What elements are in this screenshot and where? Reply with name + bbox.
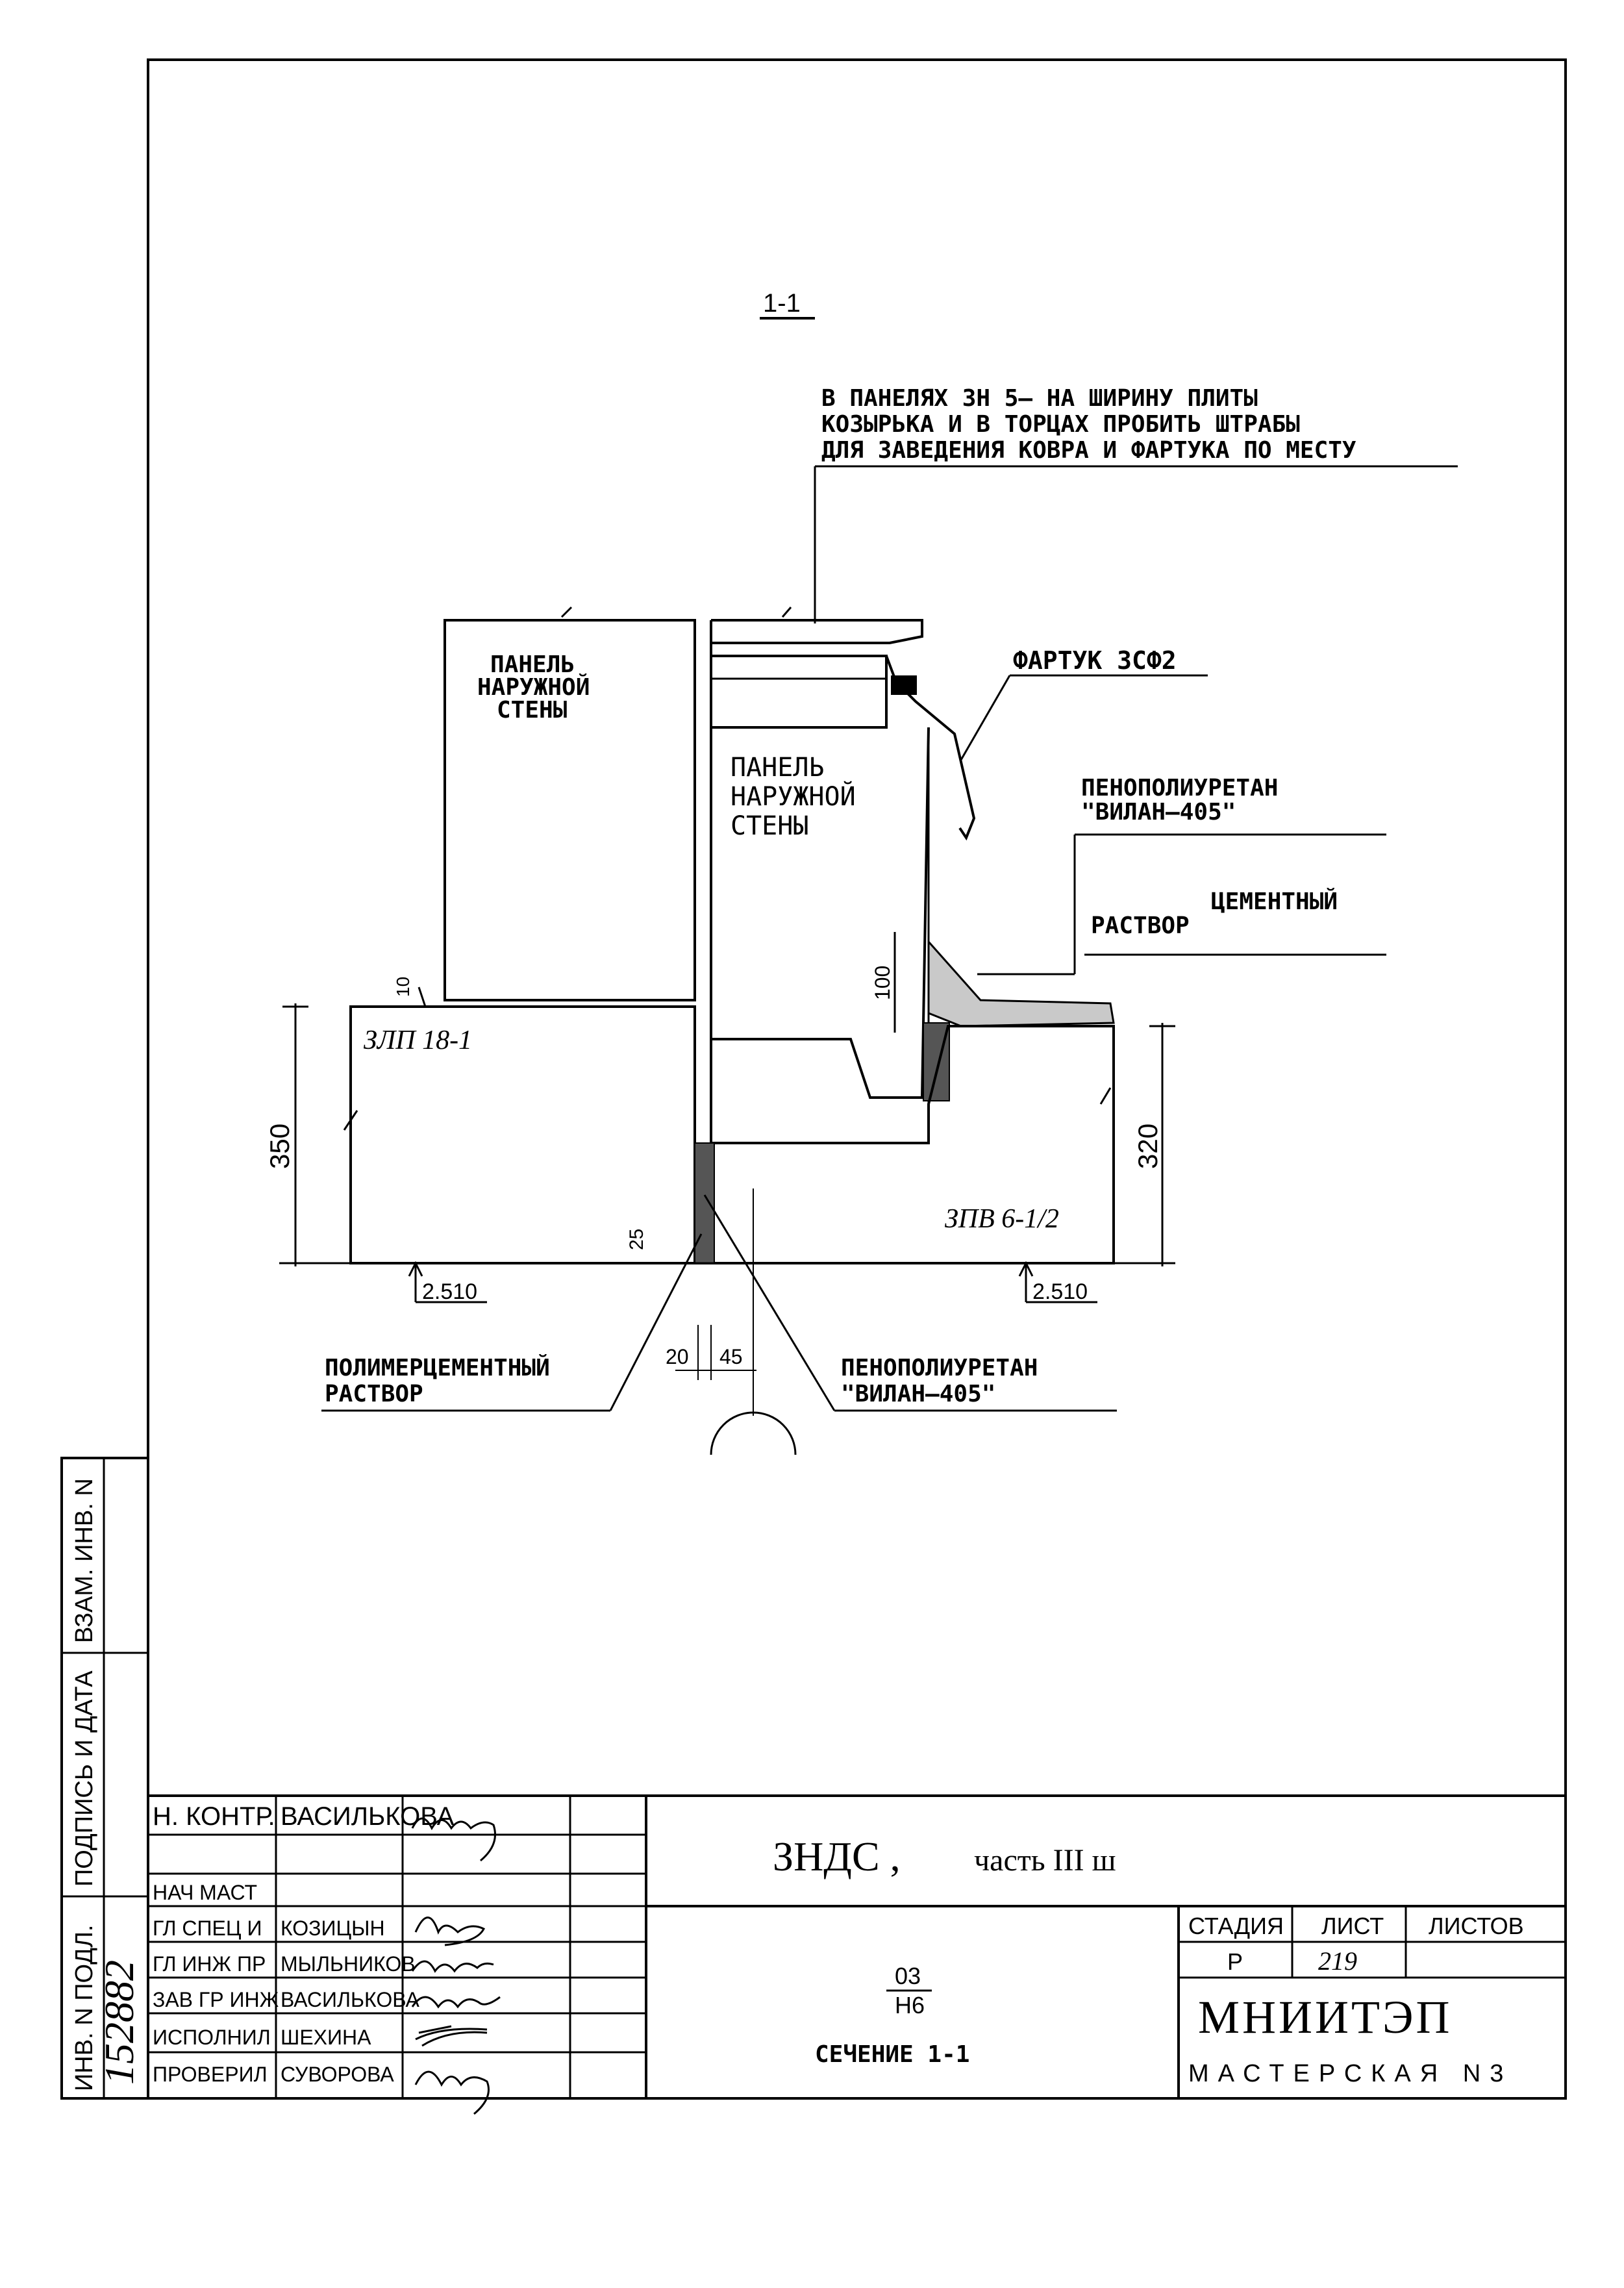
section-title: 1-1 (763, 289, 801, 318)
sheet-name: СЕЧЕНИЕ 1-1 (815, 2041, 969, 2068)
svg-text:РАСТВОР: РАСТВОР (1091, 912, 1190, 939)
svg-text:25: 25 (626, 1229, 647, 1250)
apron: ФАРТУК ЗСФ2 (885, 646, 1208, 841)
sheet-header: ЛИСТ (1321, 1913, 1384, 1939)
title-block (147, 1794, 1567, 2100)
signature-rows: Н. КОНТР. ВАСИЛЬКОВА НАЧ МАСТ ГЛ СПЕЦ И … (153, 1802, 455, 2086)
dim-320: 320 (1132, 1023, 1175, 1266)
svg-text:СУВОРОВА: СУВОРОВА (281, 2063, 394, 2086)
sheet-frame (147, 58, 1567, 2100)
foam-label-top: ПЕНОПОЛИУРЕТАН "ВИЛАН–405" (977, 775, 1386, 975)
foam-label-bottom: ПЕНОПОЛИУРЕТАН "ВИЛАН–405" (703, 1194, 1117, 1412)
doc-part: часть III ш (974, 1843, 1116, 1878)
svg-text:ДЛЯ ЗАВЕДЕНИЯ КОВРА И ФАРТУКА: ДЛЯ ЗАВЕДЕНИЯ КОВРА И ФАРТУКА ПО МЕСТУ (821, 437, 1356, 464)
svg-text:ЗАВ ГР ИНЖ: ЗАВ ГР ИНЖ (153, 1988, 279, 2011)
foam-joint-bottom (694, 1142, 715, 1264)
stage-header: СТАДИЯ (1188, 1913, 1284, 1939)
stage-value: Р (1227, 1948, 1243, 1975)
svg-text:45: 45 (719, 1345, 743, 1368)
side-stamp: ВЗАМ. ИНВ. N ПОДПИСЬ И ДАТА ИНВ. N ПОДЛ.… (60, 1457, 149, 2100)
svg-text:ПРОВЕРИЛ: ПРОВЕРИЛ (153, 2063, 268, 2086)
svg-text:320: 320 (1132, 1124, 1163, 1169)
svg-text:Н. КОНТР.: Н. КОНТР. (153, 1802, 275, 1831)
svg-text:ЗПВ 6-1/2: ЗПВ 6-1/2 (945, 1204, 1059, 1234)
svg-text:100: 100 (871, 966, 894, 1000)
svg-text:ЗЛП 18-1: ЗЛП 18-1 (364, 1025, 472, 1055)
joint-dims: 20 45 (666, 1188, 797, 1455)
svg-text:НАЧ МАСТ: НАЧ МАСТ (153, 1881, 257, 1904)
svg-text:ЦЕМЕНТНЫЙ: ЦЕМЕНТНЫЙ (1211, 888, 1338, 915)
sheets-header: ЛИСТОВ (1429, 1913, 1524, 1939)
svg-text:ВАСИЛЬКОВА: ВАСИЛЬКОВА (281, 1988, 419, 2011)
dim-350: 350 (264, 1003, 308, 1266)
org-name: МНИИТЭП (1198, 1991, 1453, 2043)
svg-text:КОЗЫРЬКА И В ТОРЦАХ ПРОБИТЬ ШТ: КОЗЫРЬКА И В ТОРЦАХ ПРОБИТЬ ШТРАБЫ (821, 411, 1300, 438)
cement-label: ЦЕМЕНТНЫЙ РАСТВОР (1084, 888, 1386, 956)
level-mark-left: 2.510 (408, 1261, 487, 1304)
svg-text:ГЛ ИНЖ ПР: ГЛ ИНЖ ПР (153, 1952, 266, 1976)
signatures (411, 1817, 501, 2115)
side-inv-number: 152882 (96, 1960, 142, 2085)
side-inv-repl: ВЗАМ. ИНВ. N (71, 1478, 98, 1643)
svg-text:ПЕНОПОЛИУРЕТАН: ПЕНОПОЛИУРЕТАН (841, 1355, 1038, 1381)
svg-text:СТЕНЫ: СТЕНЫ (497, 697, 567, 723)
left-wall-panel: ПАНЕЛЬ НАРУЖНОЙ СТЕНЫ (443, 606, 696, 1001)
cement-mortar-fill (927, 939, 1115, 1027)
svg-text:ФАРТУК ЗСФ2: ФАРТУК ЗСФ2 (1013, 646, 1177, 675)
svg-text:В ПАНЕЛЯХ ЗН 5– НА ШИРИНУ П: В ПАНЕЛЯХ ЗН 5– НА ШИРИНУ ПЛИТЫ (821, 385, 1258, 412)
svg-text:2.510: 2.510 (422, 1279, 477, 1304)
svg-text:"ВИЛАН–405": "ВИЛАН–405" (841, 1381, 995, 1407)
svg-text:"ВИЛАН–405": "ВИЛАН–405" (1081, 799, 1236, 825)
svg-text:МЫЛЬНИКОВ: МЫЛЬНИКОВ (281, 1952, 416, 1976)
fraction-top: 03 (895, 1963, 921, 1989)
doc-code: ЗНДС , (773, 1833, 901, 1879)
svg-text:ПОЛИМЕРЦЕМЕНТНЫЙ: ПОЛИМЕРЦЕМЕНТНЫЙ (325, 1354, 550, 1381)
svg-text:ВАСИЛЬКОВА: ВАСИЛЬКОВА (281, 1802, 455, 1831)
svg-text:ШЕХИНА: ШЕХИНА (281, 2026, 371, 2049)
note-text: В ПАНЕЛЯХ ЗН 5– НА ШИРИНУ ПЛИТЫ КОЗЫРЬКА… (814, 385, 1458, 623)
workshop-name: МАСТЕРСКАЯ N3 (1188, 2060, 1512, 2087)
sheet-value: 219 (1318, 1946, 1357, 1976)
svg-text:НАРУЖНОЙ: НАРУЖНОЙ (477, 673, 590, 701)
svg-text:ПЕНОПОЛИУРЕТАН: ПЕНОПОЛИУРЕТАН (1081, 775, 1278, 801)
svg-text:ПАНЕЛЬ: ПАНЕЛЬ (731, 753, 825, 783)
svg-text:ГЛ СПЕЦ И: ГЛ СПЕЦ И (153, 1917, 262, 1940)
svg-text:20: 20 (666, 1345, 689, 1368)
svg-text:ИСПОЛНИЛ: ИСПОЛНИЛ (153, 2026, 271, 2049)
side-sign-date: ПОДПИСЬ И ДАТА (71, 1670, 98, 1887)
svg-text:2.510: 2.510 (1032, 1279, 1088, 1304)
level-mark-right: 2.510 (1018, 1261, 1097, 1304)
left-slab: ЗЛП 18-1 10 25 (343, 977, 696, 1264)
fraction-bottom: Н6 (895, 1992, 925, 2018)
svg-text:ПАНЕЛЬ: ПАНЕЛЬ (490, 651, 575, 678)
svg-text:СТЕНЫ: СТЕНЫ (731, 811, 808, 841)
polymer-label: ПОЛИМЕРЦЕМЕНТНЫЙ РАСТВОР (321, 1233, 703, 1412)
svg-text:10: 10 (393, 977, 413, 997)
svg-text:350: 350 (264, 1124, 295, 1169)
svg-text:РАСТВОР: РАСТВОР (325, 1381, 423, 1407)
right-slab: ЗПВ 6-1/2 (695, 1025, 1115, 1264)
svg-text:НАРУЖНОЙ: НАРУЖНОЙ (731, 781, 856, 812)
svg-text:КОЗИЦЫН: КОЗИЦЫН (281, 1917, 385, 1940)
side-inv-orig: ИНВ. N ПОДЛ. (71, 1925, 98, 2091)
